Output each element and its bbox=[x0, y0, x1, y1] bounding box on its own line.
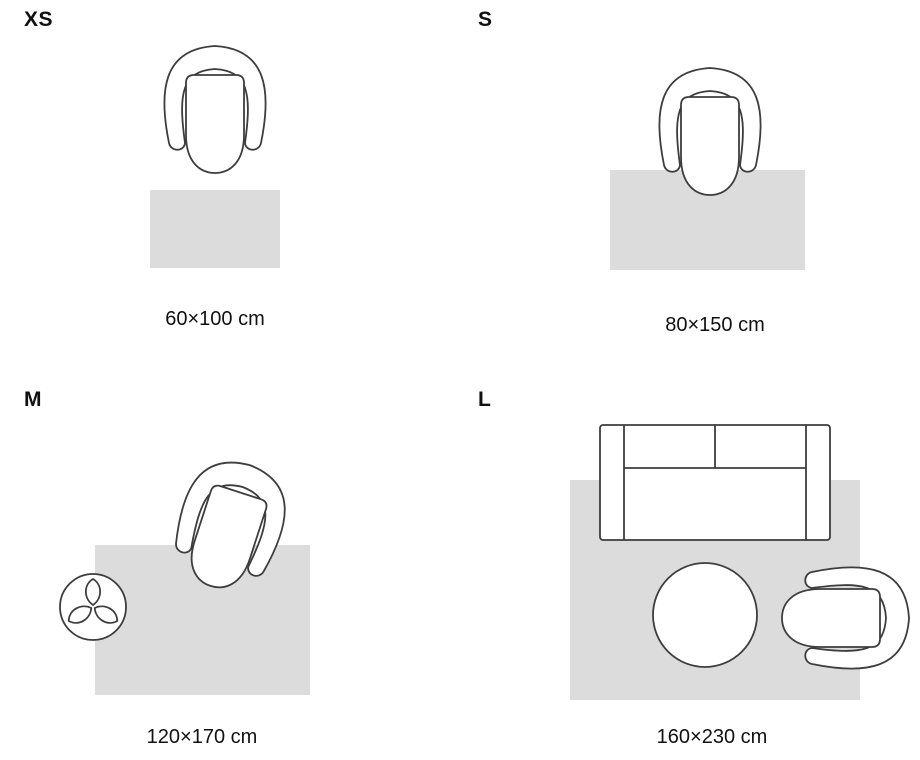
size-label: S bbox=[478, 8, 493, 31]
size-card-s: S 80×150 cm bbox=[460, 0, 920, 380]
size-card-l: L 160×230 cm bbox=[460, 380, 920, 760]
round-table-icon bbox=[652, 562, 758, 668]
size-card-xs: XS 60×100 cm bbox=[0, 0, 460, 380]
size-illustration-l bbox=[570, 424, 910, 700]
size-dimensions: 160×230 cm bbox=[656, 726, 768, 748]
size-illustration-s bbox=[610, 67, 805, 270]
plant-icon bbox=[59, 573, 127, 641]
size-illustration-xs bbox=[150, 45, 280, 268]
size-dimensions: 120×170 cm bbox=[146, 726, 258, 748]
size-dimensions: 80×150 cm bbox=[665, 314, 765, 336]
size-dimensions: 60×100 cm bbox=[165, 308, 265, 330]
size-card-m: M 120×170 cm bbox=[0, 380, 460, 760]
size-illustration-m bbox=[59, 448, 310, 695]
size-label: M bbox=[24, 388, 42, 411]
size-label: XS bbox=[24, 8, 54, 31]
sofa-icon bbox=[599, 424, 831, 541]
rug-shape bbox=[150, 190, 280, 268]
size-label: L bbox=[478, 388, 492, 411]
armchair-icon bbox=[163, 45, 267, 174]
